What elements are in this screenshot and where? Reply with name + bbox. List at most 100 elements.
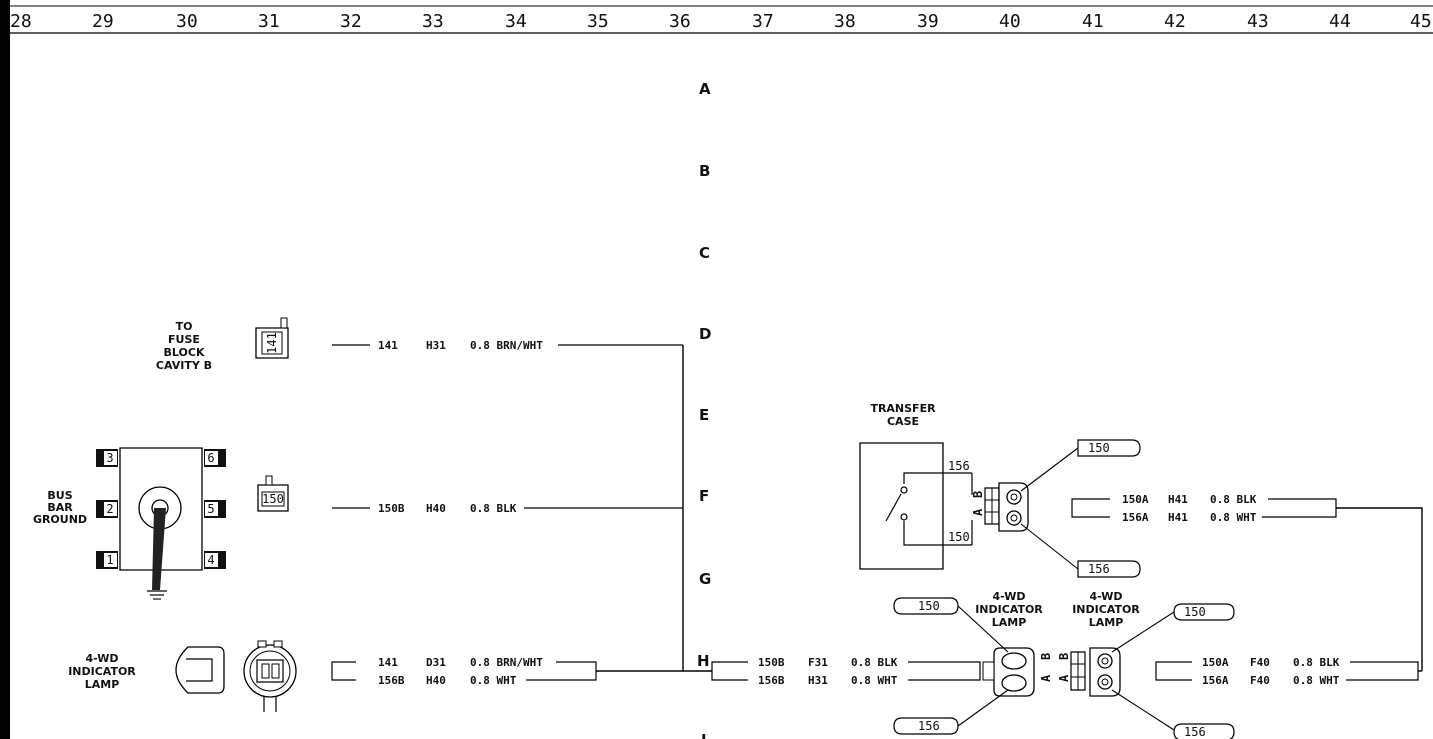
- fuse-block-label: TO FUSE BLOCK CAVITY B: [156, 320, 212, 372]
- pin-letter: B: [971, 491, 985, 498]
- bus-connector-number: 150: [262, 492, 284, 506]
- wire-spec: 0.8 WHT: [470, 674, 517, 687]
- wire-location: F31: [808, 656, 828, 669]
- callout-label: 156: [1184, 725, 1206, 739]
- wire-spec: 0.8 WHT: [1293, 674, 1340, 687]
- switch-terminal-label: 156: [948, 459, 970, 473]
- wire-circuit: 150A: [1122, 493, 1149, 506]
- left-border: [0, 0, 10, 739]
- column-label: 45: [1410, 11, 1432, 32]
- column-label: 41: [1082, 11, 1104, 32]
- wire-spec: 0.8 BLK: [470, 502, 517, 515]
- bus-bar-label-line: GROUND: [33, 513, 87, 526]
- callout-label: 156: [1088, 562, 1110, 576]
- pin-letter: A: [1057, 674, 1071, 682]
- wire-circuit: 150B: [758, 656, 785, 669]
- wire-spec: 0.8 BLK: [1210, 493, 1257, 506]
- callout-label: 150: [918, 599, 940, 613]
- pin-letter: B: [1039, 653, 1053, 660]
- wire-location: H31: [808, 674, 828, 687]
- wire-circuit: 141: [378, 656, 398, 669]
- wire-circuit: 141: [378, 339, 398, 352]
- wire-spec: 0.8 WHT: [851, 674, 898, 687]
- column-labels: 28 29 30 31 32 33 34 35 36 37 38 39 40 4…: [10, 11, 1432, 32]
- wire-spec: 0.8 BLK: [1293, 656, 1340, 669]
- wire-location: H31: [426, 339, 446, 352]
- callout-label: 150: [1184, 605, 1206, 619]
- indicator-lamp-left-label: 4-WD INDICATOR LAMP: [68, 652, 136, 691]
- bus-bar-ground: 3 6 2 5 1 4: [96, 448, 226, 599]
- wire-location: H40: [426, 502, 446, 515]
- bus-connector: 150: [258, 476, 288, 511]
- row-label: I: [701, 731, 707, 739]
- row-label: B: [699, 162, 710, 180]
- wire-circuit: 156B: [758, 674, 785, 687]
- callout-label: 156: [918, 719, 940, 733]
- column-label: 43: [1247, 11, 1269, 32]
- indicator-lamp-mid-a-label: 4-WD INDICATOR LAMP: [975, 590, 1043, 629]
- column-label: 42: [1164, 11, 1186, 32]
- pin-letter: A: [1039, 674, 1053, 682]
- bus-pin-label: 4: [207, 553, 214, 567]
- lamp-mid-a-label-line: LAMP: [992, 616, 1027, 629]
- column-label: 28: [10, 11, 32, 32]
- wire-location: H41: [1168, 493, 1188, 506]
- wire-circuit: 156B: [378, 674, 405, 687]
- transfer-case-connector: B A: [971, 483, 1028, 531]
- lamp-mid-b-label-line: LAMP: [1089, 616, 1124, 629]
- column-label: 36: [669, 11, 691, 32]
- bus-pin-label: 2: [106, 502, 113, 516]
- lamp-left-label-line: 4-WD: [86, 652, 119, 665]
- wire-spec: 0.8 BRN/WHT: [470, 656, 543, 669]
- column-label: 40: [999, 11, 1021, 32]
- wire-circuit: 150A: [1202, 656, 1229, 669]
- bus-pin-label: 3: [106, 451, 113, 465]
- fuse-label-line: CAVITY B: [156, 359, 212, 372]
- row-label: H: [697, 652, 710, 670]
- wire-circuit: 156A: [1202, 674, 1229, 687]
- fuse-label-line: TO: [176, 320, 193, 333]
- wire-spec: 0.8 WHT: [1210, 511, 1257, 524]
- wire-location: D31: [426, 656, 446, 669]
- switch-terminal-label: 150: [948, 530, 970, 544]
- indicator-lamp-left: [176, 641, 296, 712]
- row-label: A: [699, 80, 711, 98]
- wire-location: F40: [1250, 674, 1270, 687]
- lamp-left-label-line: INDICATOR: [68, 665, 136, 678]
- bus-pin-label: 5: [207, 502, 214, 516]
- row-label: E: [699, 406, 709, 424]
- wire-circuit: 150B: [378, 502, 405, 515]
- column-label: 29: [92, 11, 114, 32]
- lamp-mid-b-label-line: 4-WD: [1090, 590, 1123, 603]
- wire-location: H40: [426, 674, 446, 687]
- column-label: 34: [505, 11, 527, 32]
- column-label: 39: [917, 11, 939, 32]
- indicator-lamp-mid-b-label: 4-WD INDICATOR LAMP: [1072, 590, 1140, 629]
- fuse-label-line: FUSE: [168, 333, 200, 346]
- callout-label: 150: [1088, 441, 1110, 455]
- column-label: 33: [422, 11, 444, 32]
- lamp-connector-right: B A: [1057, 648, 1120, 696]
- bus-pin-label: 6: [207, 451, 214, 465]
- lamp-mid-a-label-line: INDICATOR: [975, 603, 1043, 616]
- row-labels: A B C D E F G H I: [697, 80, 711, 739]
- transfer-case-switch: 156 150: [860, 443, 972, 569]
- bus-pin-label: 1: [106, 553, 113, 567]
- pin-letter: A: [971, 508, 985, 516]
- transfer-case-label-line: TRANSFER: [870, 402, 936, 415]
- wire-location: H41: [1168, 511, 1188, 524]
- lamp-left-label-line: LAMP: [85, 678, 120, 691]
- lamp-mid-a-label-line: 4-WD: [993, 590, 1026, 603]
- row-label: C: [699, 244, 710, 262]
- transfer-case-label-line: CASE: [887, 415, 919, 428]
- column-label: 31: [258, 11, 280, 32]
- lamp-connector-left: B A: [983, 648, 1053, 696]
- column-label: 37: [752, 11, 774, 32]
- fuse-connector: 141: [256, 318, 288, 358]
- bus-bar-label-line: BAR: [47, 501, 73, 514]
- bus-bar-label-line: BUS: [47, 489, 72, 502]
- bus-bar-label: BUS BAR GROUND: [33, 489, 87, 526]
- row-label: F: [699, 487, 709, 505]
- transfer-case-label: TRANSFER CASE: [870, 402, 936, 428]
- wire-circuit: 156A: [1122, 511, 1149, 524]
